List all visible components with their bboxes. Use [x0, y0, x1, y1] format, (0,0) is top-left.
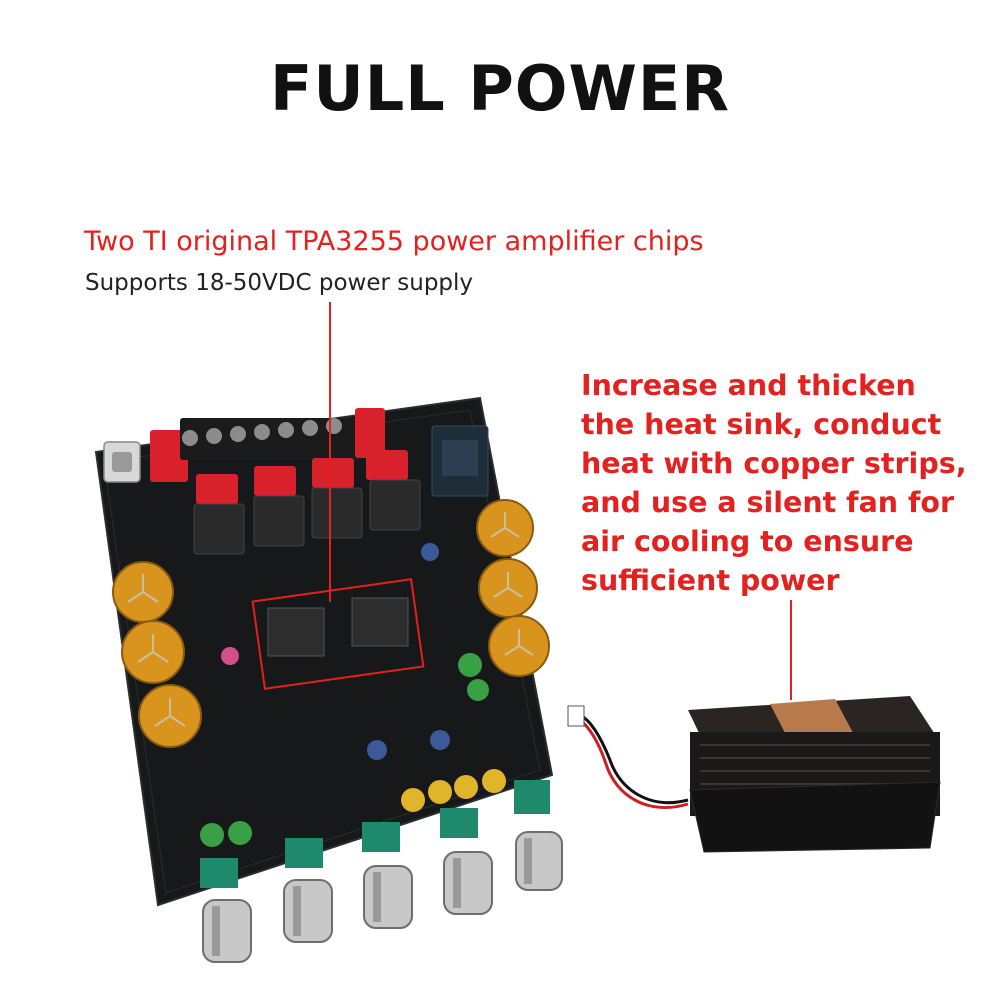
fan-callout-line: the heat sink, conduct [581, 408, 942, 441]
fan-callout-line-pointer [790, 600, 792, 700]
inductor-module [311, 487, 363, 539]
fan [689, 781, 941, 853]
capacitor [421, 543, 439, 561]
capacitor [430, 730, 450, 750]
amplifier-board [94, 396, 563, 963]
page-title: FULL POWER [270, 52, 730, 125]
capacitor [458, 653, 482, 677]
capacitor [482, 769, 506, 793]
amplifier-chip [267, 607, 325, 657]
heatsink-fan [567, 696, 941, 853]
chip-highlight-box [251, 578, 425, 690]
chip-callout-heading: Two TI original TPA3255 power amplifier … [84, 226, 704, 257]
inductor-module [253, 495, 305, 547]
fan-callout-line: air cooling to ensure [581, 525, 914, 558]
inductor-module [193, 503, 245, 555]
capacitor [367, 740, 387, 760]
potentiometer-base [514, 780, 550, 814]
capacitor [428, 780, 452, 804]
terminal-block [150, 408, 385, 482]
capacitor [467, 679, 489, 701]
potentiometer-base [362, 822, 400, 852]
capacitor [221, 647, 239, 665]
potentiometer-base [440, 808, 478, 838]
fan-callout-line: sufficient power [581, 564, 840, 597]
amplifier-chip [351, 597, 409, 647]
inductor [196, 474, 238, 504]
inductor [312, 458, 354, 488]
chip-callout-subheading: Supports 18-50VDC power supply [85, 270, 474, 296]
potentiometer-base [285, 838, 323, 868]
inductor [366, 450, 408, 480]
fan-callout-line: heat with copper strips, [581, 447, 967, 480]
chip-callout-line [329, 302, 331, 602]
inductor-module [369, 479, 421, 531]
capacitor [454, 775, 478, 799]
capacitor [401, 788, 425, 812]
inductor [254, 466, 296, 496]
capacitor [228, 821, 252, 845]
potentiometer-base [200, 858, 238, 888]
fan-callout-line: Increase and thicken [581, 369, 916, 402]
fan-callout-line: and use a silent fan for [581, 486, 955, 519]
capacitor [200, 823, 224, 847]
fan-callout: Increase and thicken the heat sink, cond… [581, 366, 991, 600]
fan-wire [579, 713, 689, 805]
fan-connector [567, 705, 585, 727]
